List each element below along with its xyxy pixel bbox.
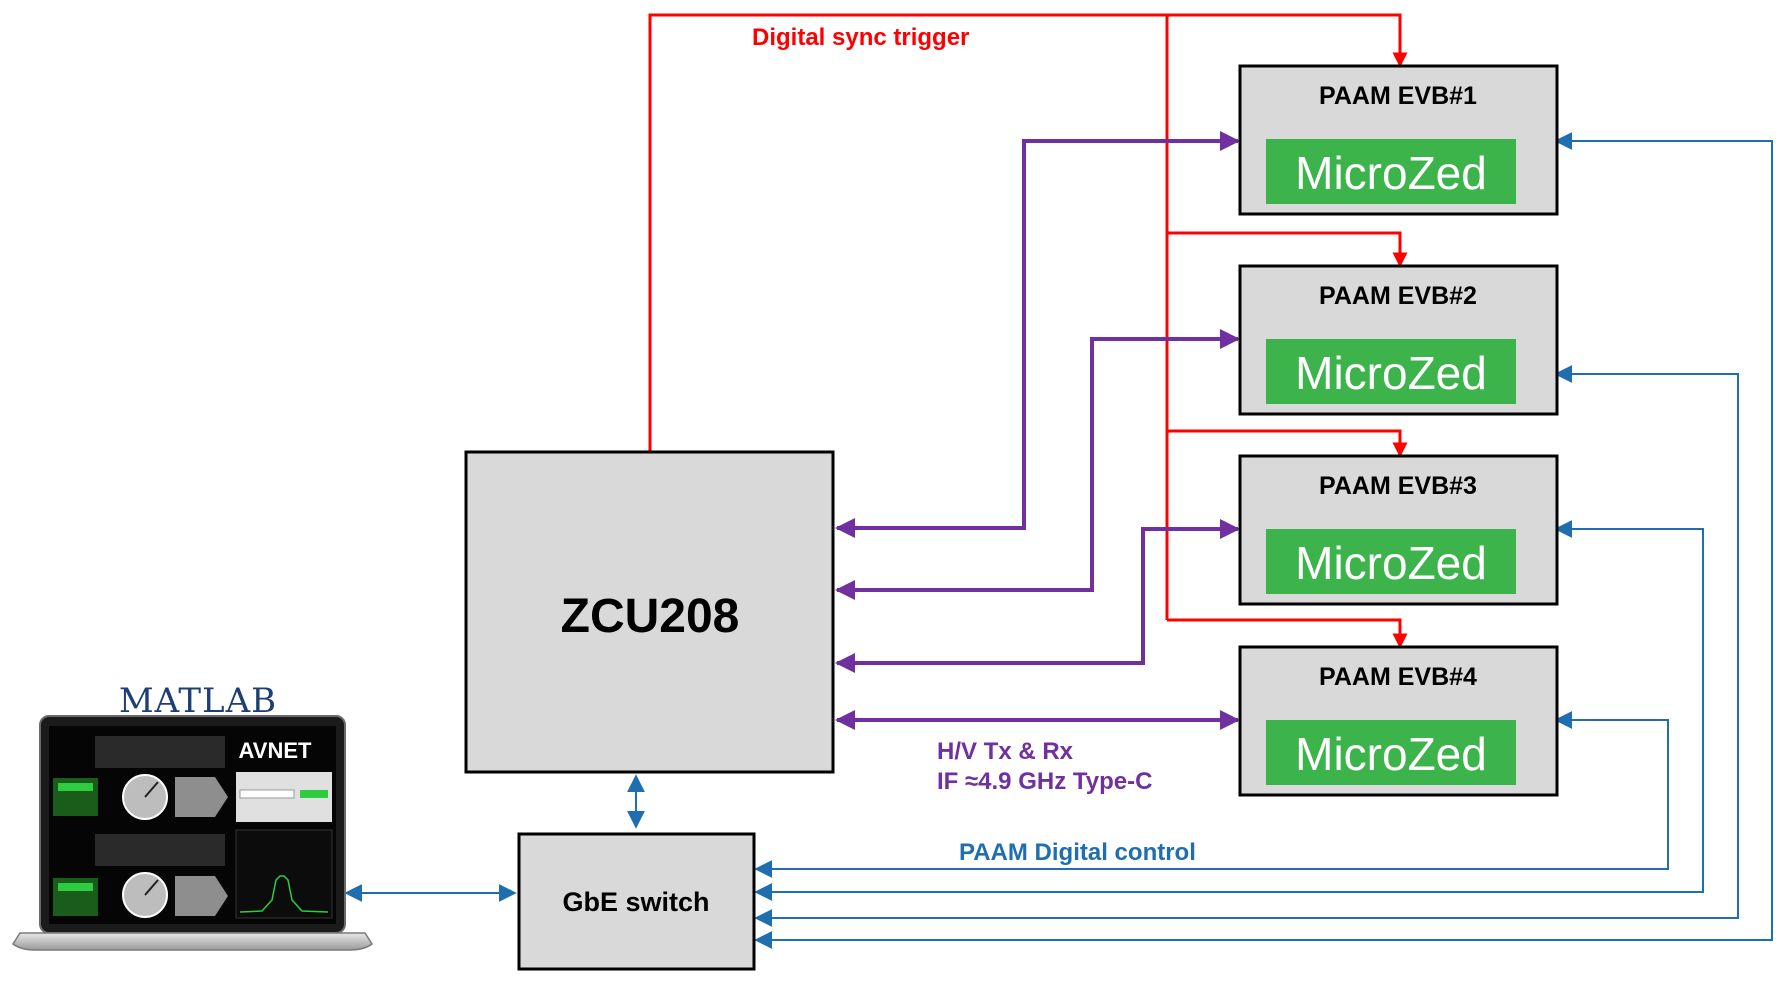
microzed-module bbox=[1266, 339, 1516, 404]
microzed-label: MicroZed bbox=[1295, 347, 1487, 399]
evb-title: PAAM EVB#1 bbox=[1319, 82, 1477, 110]
laptop[interactable]: MATLAB AVNET bbox=[11, 681, 374, 951]
zcu208-label: ZCU208 bbox=[561, 590, 740, 643]
sync-to-evb3 bbox=[1167, 429, 1408, 458]
ctrl-link-evb1 bbox=[754, 132, 1773, 949]
matlab-logo: MATLAB bbox=[119, 681, 277, 721]
microzed-label: MicroZed bbox=[1295, 537, 1487, 589]
gbe-switch[interactable]: GbE switch bbox=[517, 832, 756, 971]
paam-evb-2[interactable]: PAAM EVB#2 MicroZed bbox=[1238, 264, 1559, 416]
microzed-label: MicroZed bbox=[1295, 728, 1487, 780]
control-label: PAAM Digital control bbox=[959, 839, 1196, 866]
sync-trunk bbox=[648, 13, 1408, 452]
if-link-evb2 bbox=[835, 329, 1240, 600]
evb-title: PAAM EVB#4 bbox=[1319, 663, 1477, 691]
screen-content: AVNET bbox=[53, 736, 333, 919]
if-link-evb1 bbox=[835, 131, 1240, 538]
paam-evb-3[interactable]: PAAM EVB#3 MicroZed bbox=[1238, 454, 1559, 606]
sync-to-evb4 bbox=[1167, 618, 1408, 649]
evb-title: PAAM EVB#3 bbox=[1319, 472, 1477, 500]
if-label-line1: H/V Tx & Rx bbox=[937, 738, 1074, 765]
sync-label: Digital sync trigger bbox=[752, 24, 969, 51]
sync-to-evb2 bbox=[1167, 231, 1408, 268]
microzed-module bbox=[1266, 529, 1516, 594]
if-label-line2: IF ≈4.9 GHz Type-C bbox=[937, 768, 1152, 795]
zcu208-board[interactable]: ZCU208 bbox=[464, 450, 835, 774]
ctrl-link-evb3 bbox=[754, 520, 1704, 901]
avnet-logo: AVNET bbox=[239, 738, 312, 763]
paam-evb-4[interactable]: PAAM EVB#4 MicroZed bbox=[1238, 645, 1559, 797]
paam-evb-1[interactable]: PAAM EVB#1 MicroZed bbox=[1238, 64, 1559, 216]
microzed-module bbox=[1266, 720, 1516, 785]
microzed-label: MicroZed bbox=[1295, 147, 1487, 199]
laptop-base bbox=[11, 932, 374, 951]
gbe-switch-label: GbE switch bbox=[562, 887, 709, 917]
control-links bbox=[344, 132, 1773, 949]
microzed-module bbox=[1266, 139, 1516, 204]
if-link-evb3 bbox=[835, 519, 1240, 673]
evb-title: PAAM EVB#2 bbox=[1319, 282, 1477, 310]
